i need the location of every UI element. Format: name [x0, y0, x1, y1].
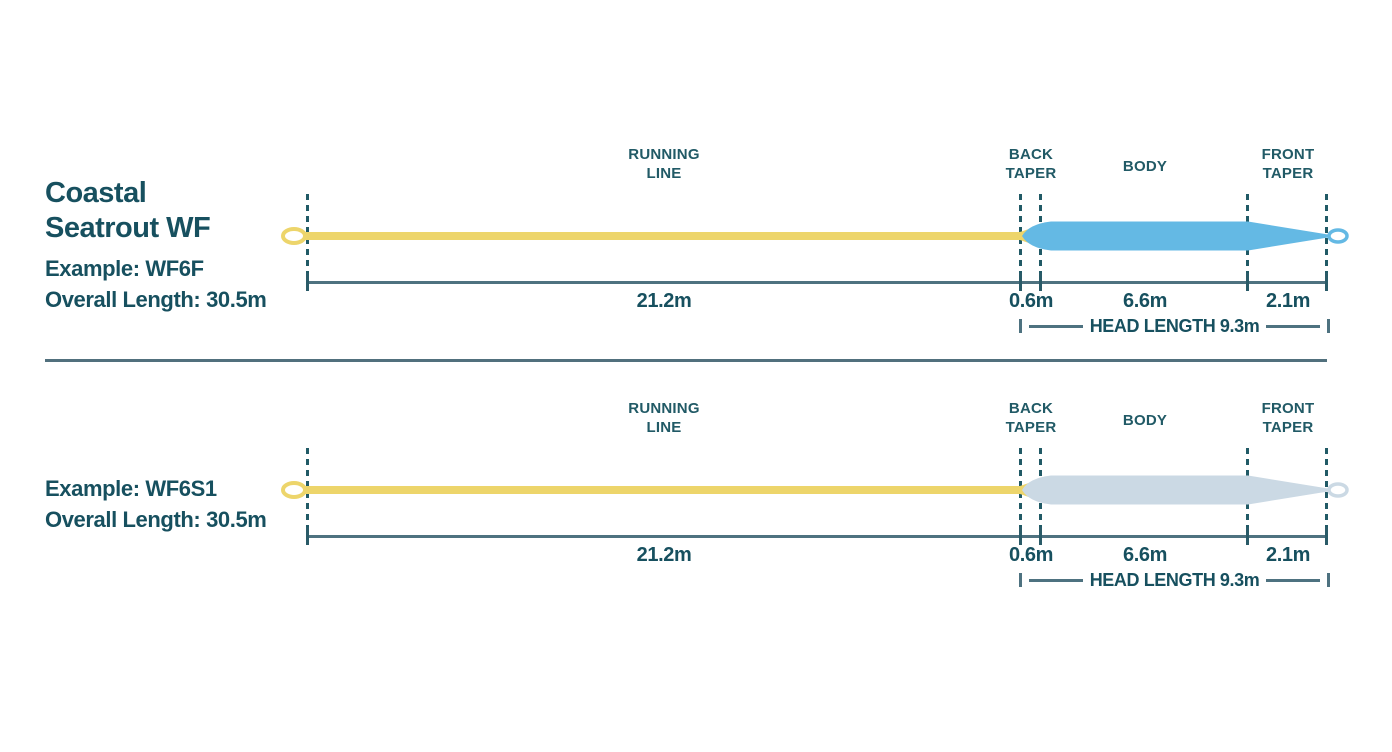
back-taper-label-line2: TAPER	[1005, 419, 1057, 436]
measurement-tick	[1039, 273, 1042, 291]
head-length-label: HEAD LENGTH 9.3m	[1089, 569, 1260, 590]
body-segment	[1022, 221, 1328, 251]
example-label-wf6f: Example: WF6F	[45, 256, 204, 281]
overall-length-label-wf6s1: Overall Length: 30.5m	[45, 507, 267, 532]
running-line-segment	[305, 232, 1029, 240]
measurement-tick	[1019, 527, 1022, 545]
running-line-label-line2: LINE	[646, 419, 682, 436]
body-length-value: 6.6m	[1123, 544, 1167, 566]
front-taper-label: FRONT TAPER	[1223, 145, 1353, 183]
front-taper-length-value: 2.1m	[1266, 290, 1310, 312]
measurement-tick	[1039, 527, 1042, 545]
line-loop-left-icon	[281, 481, 307, 499]
head-length-tick-right	[1327, 573, 1331, 587]
running-line-label-line1: RUNNING	[628, 400, 700, 417]
measurement-tick	[1325, 273, 1328, 291]
running-line-length-value: 21.2m	[636, 290, 692, 312]
back-taper-length-value: 0.6m	[1009, 290, 1053, 312]
dashed-guide-line-start	[306, 448, 309, 544]
measurement-tick	[1325, 527, 1328, 545]
back-taper-label-line1: BACK	[1008, 146, 1054, 163]
head-length-bracket: HEAD LENGTH 9.3m	[1019, 569, 1331, 590]
back-taper-label: BACK TAPER	[966, 145, 1096, 183]
measurement-tick	[1019, 273, 1022, 291]
product-title-line-1: Coastal	[45, 177, 147, 209]
front-taper-label: FRONT TAPER	[1223, 399, 1353, 437]
back-taper-label-line1: BACK	[1008, 400, 1054, 417]
fly-line-graphic	[281, 221, 1349, 251]
body-length-value: 6.6m	[1123, 290, 1167, 312]
head-length-line-left	[1029, 324, 1083, 328]
front-taper-label-line1: FRONT	[1261, 146, 1315, 163]
head-length-line-left	[1029, 578, 1083, 582]
body-label: BODY	[1122, 412, 1168, 429]
measurement-tick	[306, 273, 309, 291]
head-length-tick-left	[1019, 319, 1022, 333]
running-line-label: RUNNING LINE	[584, 399, 744, 437]
running-line-label-line1: RUNNING	[628, 146, 700, 163]
front-taper-label-line2: TAPER	[1262, 419, 1314, 436]
product-title: Coastal Seatrout WF	[45, 176, 211, 246]
dashed-guide-line-start	[306, 194, 309, 290]
front-taper-label-line2: TAPER	[1262, 165, 1314, 182]
section-divider	[45, 359, 1327, 362]
measurement-tick	[306, 527, 309, 545]
diagram-sinking-wf6s1: RUNNING LINE BACK TAPER BODY FRONT TAPER	[0, 254, 1392, 604]
measurement-axis	[307, 535, 1328, 538]
head-length-bracket: HEAD LENGTH 9.3m	[1019, 315, 1331, 336]
dashed-guide-back-taper-start	[1019, 194, 1022, 290]
running-line-length-value: 21.2m	[636, 544, 692, 566]
front-taper-label-line1: FRONT	[1261, 400, 1315, 417]
overall-length-label-wf6f: Overall Length: 30.5m	[45, 287, 267, 312]
back-taper-length-value: 0.6m	[1009, 544, 1053, 566]
head-length-tick-right	[1327, 319, 1331, 333]
dashed-guide-line-end	[1325, 448, 1328, 544]
back-taper-label: BACK TAPER	[966, 399, 1096, 437]
measurement-tick	[1246, 527, 1249, 545]
body-segment	[1022, 475, 1328, 505]
diagram-floating-wf6f: RUNNING LINE BACK TAPER BODY FRONT TAPER	[0, 0, 1392, 350]
head-length-tick-left	[1019, 573, 1022, 587]
dashed-guide-line-end	[1325, 194, 1328, 290]
example-label-wf6s1: Example: WF6S1	[45, 476, 217, 501]
dashed-guide-back-taper-start	[1019, 448, 1022, 544]
running-line-label: RUNNING LINE	[584, 145, 744, 183]
head-length-label: HEAD LENGTH 9.3m	[1089, 315, 1260, 336]
measurement-tick	[1246, 273, 1249, 291]
fly-line-graphic	[281, 475, 1349, 505]
back-taper-label-line2: TAPER	[1005, 165, 1057, 182]
line-loop-right-icon	[1327, 228, 1349, 244]
running-line-label-line2: LINE	[646, 165, 682, 182]
head-length-line-right	[1266, 578, 1321, 582]
product-title-line-2: Seatrout WF	[45, 212, 211, 244]
line-loop-right-icon	[1327, 482, 1349, 498]
running-line-segment	[305, 486, 1029, 494]
line-loop-left-icon	[281, 227, 307, 245]
measurement-axis	[307, 281, 1328, 284]
front-taper-length-value: 2.1m	[1266, 544, 1310, 566]
head-length-line-right	[1266, 324, 1321, 328]
body-label: BODY	[1122, 158, 1168, 175]
